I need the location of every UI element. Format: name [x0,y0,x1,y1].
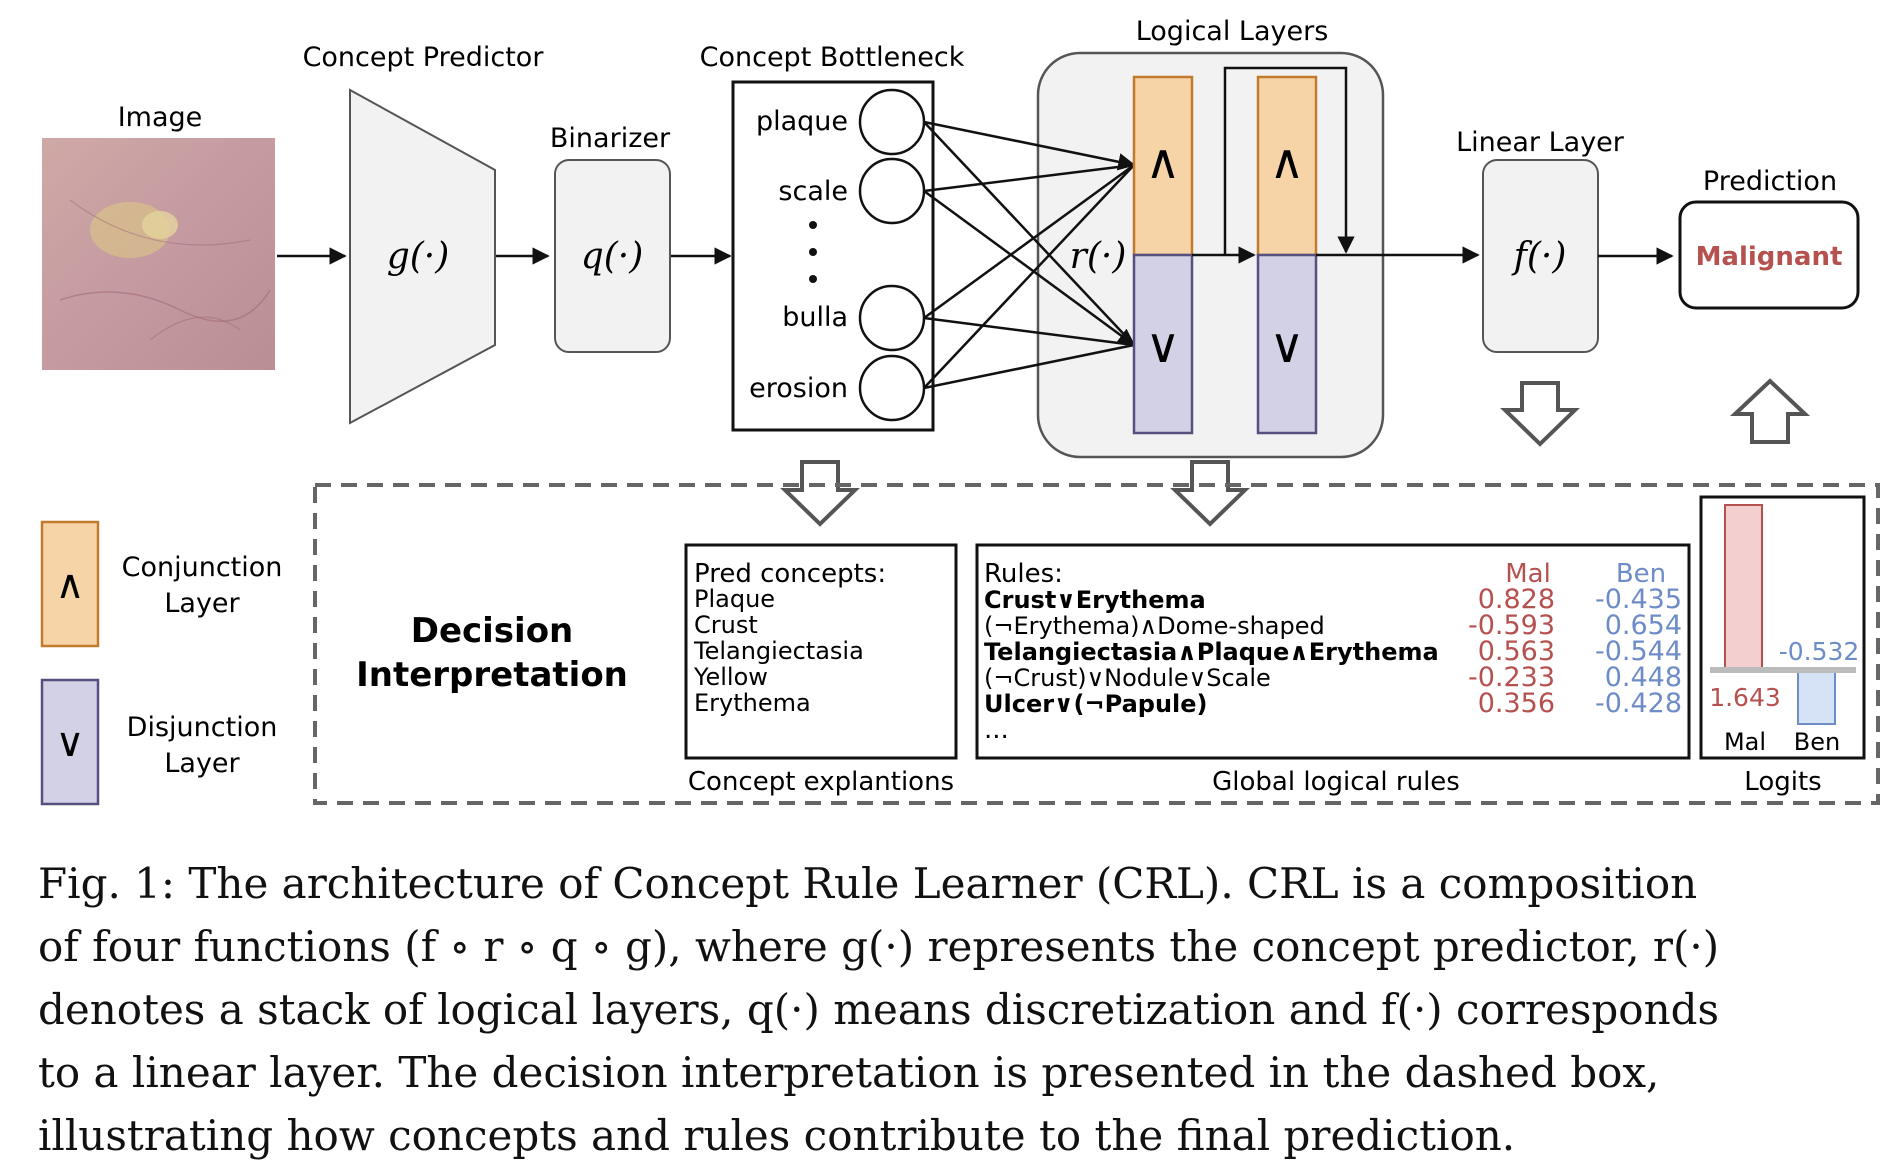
logit-ben-label: Ben [1794,728,1840,756]
node-erosion [858,354,926,422]
or-symbol-2: ∨ [1269,318,1304,374]
rule-text: (¬Crust)∨Nodule∨Scale [984,664,1271,692]
rule-text: Crust∨Erythema [984,586,1206,614]
image-label: Image [118,102,203,133]
caption-line-5: illustrating how concepts and rules cont… [38,1111,1516,1160]
rule-mal-weight: 0.563 [1478,636,1555,667]
binarizer-box [554,159,671,353]
architecture-diagram: Image Concept Predictor g(·) Binarizer q… [40,16,1880,806]
rule-mal-weight: -0.233 [1468,662,1555,693]
pred-concept-item: Erythema [694,689,811,717]
legend-and-symbol: ∧ [55,562,84,608]
rule-mal-weight: 0.356 [1478,688,1555,719]
rules-list: Crust∨Erythema 0.828 -0.435 (¬Erythema)∧Dom… [984,584,1682,719]
ben-header: Ben [1616,559,1666,589]
pred-concepts-title: Pred concepts: [694,559,886,589]
concept-explanations-box [684,543,958,760]
concept-bulla: bulla [782,302,848,333]
interpretation-title-line1: Decision [411,611,574,651]
logit-bar-ben [1797,667,1836,725]
prediction-label: Prediction [1703,166,1837,197]
global-rules-label: Global logical rules [1212,767,1460,797]
node-bulla [858,284,926,352]
bottleneck-label: Concept Bottleneck [700,42,965,73]
figure-caption: Fig. 1: The architecture of Concept Rule… [38,852,1868,1167]
rule-ben-weight: -0.428 [1595,688,1682,719]
pred-concept-item: Plaque [694,585,775,613]
legend-conjunction-line1: Conjunction [122,552,283,583]
caption-line-3: denotes a stack of logical layers, q(·) … [38,985,1720,1034]
hollow-arrow-down-logic [1170,460,1250,527]
hollow-arrow-up-prediction [1729,378,1811,444]
legend-disjunction-swatch [40,678,100,806]
rules-ellipsis: ... [984,715,1009,745]
rule-mal-weight: 0.828 [1478,584,1555,615]
caption-line-1: Fig. 1: The architecture of Concept Rule… [38,859,1698,908]
skip-connection [1223,66,1355,255]
logit-mal-label: Mal [1724,728,1766,756]
pred-concept-item: Telangiectasia [693,637,864,665]
global-rules-box [975,543,1691,760]
logical-fn: r(·) [1070,236,1127,277]
concept-scale: scale [778,176,848,207]
disjunction-layer-2 [1256,253,1318,435]
rule-mal-weight: -0.593 [1468,610,1555,641]
hollow-arrow-down-bottleneck [780,460,860,527]
and-symbol-1: ∧ [1145,134,1180,190]
logical-layers-label: Logical Layers [1136,16,1329,47]
decision-interpretation-box [313,483,1880,805]
legend-disjunction-line1: Disjunction [127,712,278,743]
rules-title: Rules: [984,559,1063,589]
binarizer-label: Binarizer [550,123,671,154]
caption-line-4: to a linear layer. The decision interpre… [38,1048,1660,1097]
concept-erosion: erosion [749,373,848,404]
binarizer-fn: q(·) [581,236,644,277]
linear-fn: f(·) [1511,236,1567,277]
rule-text: Ulcer∨(¬Papule) [984,690,1208,718]
rule-text: Telangiectasia∧Plaque∧Erythema [984,638,1439,666]
pred-concept-item: Yellow [693,663,768,691]
logits-label: Logits [1744,767,1821,797]
rule-ben-weight: -0.435 [1595,584,1682,615]
linear-layer-label: Linear Layer [1456,127,1625,158]
node-scale [858,157,926,225]
and-symbol-2: ∧ [1269,134,1304,190]
rule-text: (¬Erythema)∧Dome-shaped [984,612,1325,640]
prediction-box [1678,200,1860,310]
conjunction-layer-2 [1256,75,1318,257]
prediction-value: Malignant [1696,242,1843,272]
legend-or-symbol: ∨ [55,720,84,766]
node-plaque [858,88,926,156]
disjunction-layer-1 [1132,253,1194,435]
legend-conjunction-swatch [40,520,100,648]
interpretation-title-line2: Interpretation [356,655,628,695]
logit-ben-value: -0.532 [1779,637,1860,666]
concept-predictor-trapezoid [349,88,496,425]
concept-predictor-fn: g(·) [387,236,450,277]
concept-to-logic-connections [923,120,1136,390]
logit-mal-value: 1.643 [1709,683,1781,712]
or-symbol-1: ∨ [1145,318,1180,374]
skin-image [42,138,275,370]
rule-ben-weight: 0.448 [1605,662,1682,693]
concept-explanations-label: Concept explantions [688,767,954,797]
hollow-arrow-down-linear [1500,381,1580,447]
concept-ellipsis-dots [809,221,817,283]
pred-concept-item: Crust [694,611,758,639]
logit-bar-mal [1724,504,1763,669]
rule-ben-weight: 0.654 [1605,610,1682,641]
legend-disjunction-line2: Layer [164,748,240,779]
legend-conjunction-line2: Layer [164,588,240,619]
rule-ben-weight: -0.544 [1595,636,1682,667]
caption-line-2: of four functions (f ∘ r ∘ q ∘ g), where… [38,922,1720,971]
concept-predictor-label: Concept Predictor [303,42,545,73]
concept-plaque: plaque [756,106,848,137]
mal-header: Mal [1505,559,1551,589]
